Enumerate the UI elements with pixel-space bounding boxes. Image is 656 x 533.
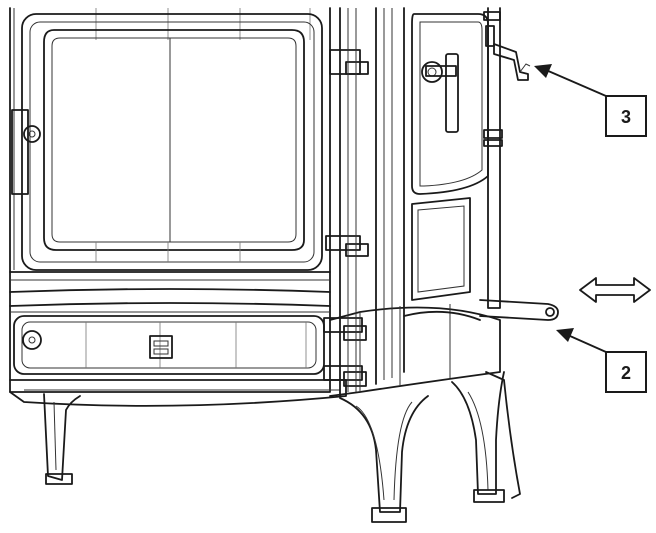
air-slider-rod-2[interactable] [479,299,559,321]
callout-2-leader [569,335,607,353]
side-door-handle [421,53,459,133]
callout-3-arrowhead [534,64,552,78]
ash-pan-section [9,271,331,375]
callout-2: 2 [556,328,647,393]
callout-3-label: 3 [621,107,631,127]
door-hinges [323,49,369,387]
door-handle [11,109,41,195]
callout-3-box [605,95,647,137]
side-door [411,13,489,301]
callout-3: 3 [534,64,647,137]
stove-body [9,7,331,393]
callout-2-arrowhead [556,328,574,342]
stove-base [9,304,501,407]
stove-legs [43,371,521,523]
main-door [21,13,323,271]
air-control-lever-3[interactable] [493,43,531,81]
side-panel [339,7,405,397]
rear-column [483,7,503,309]
callout-3-leader [545,69,607,97]
callout-2-label: 2 [621,363,631,383]
double-arrow-left-right-icon [579,277,651,303]
callout-2-box [605,351,647,393]
